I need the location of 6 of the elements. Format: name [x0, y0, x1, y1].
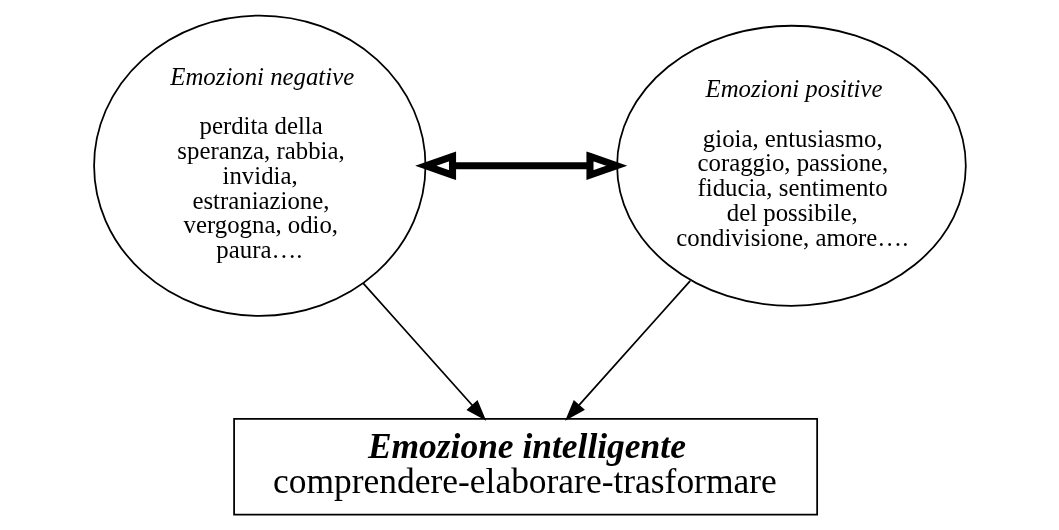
- arrow: [414, 151, 627, 181]
- node-ellipse: Emozioni positive gioia, entusiasmo, coraggio, passione, fiducia, sentimento del possibile, condivisione, amore….: [615, 24, 967, 307]
- node-circle: Emozioni negative perdita della speranza, rabbia, invidia, estraniazione, vergogna, odio, paura….: [92, 14, 426, 317]
- arrow: [564, 279, 691, 421]
- node-box: Emozione intelligente comprendere-elaborare-trasformare: [232, 418, 818, 516]
- arrow: [361, 282, 486, 421]
